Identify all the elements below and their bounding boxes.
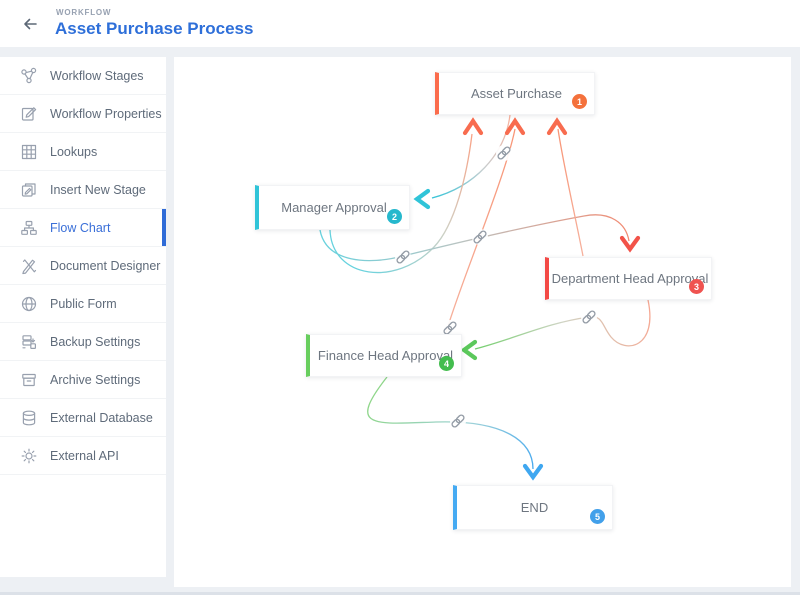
- page-title: Asset Purchase Process: [55, 19, 254, 38]
- arrowhead-into-end: [522, 463, 544, 481]
- external-api-icon: [20, 447, 38, 465]
- workflow-stages-icon: [20, 67, 38, 85]
- sidebar: Workflow Stages Workflow Properties Look…: [0, 57, 166, 577]
- connector-finance-head-approval-to-end: [367, 376, 534, 470]
- archive-settings-icon: [20, 371, 38, 389]
- sidebar-item-label: Document Designer: [50, 258, 161, 273]
- connector-manager-approval-to-asset-purchase: [329, 133, 473, 274]
- link-icon[interactable]: [449, 412, 467, 430]
- sidebar-item-label: Backup Settings: [50, 334, 141, 349]
- node-label: Manager Approval: [281, 200, 387, 215]
- connector-layer: [319, 114, 651, 481]
- sidebar-item-label: Archive Settings: [50, 372, 141, 387]
- node-badge: 1: [572, 94, 587, 109]
- node-label: Finance Head Approval: [317, 348, 454, 363]
- document-designer-icon: [20, 257, 38, 275]
- sidebar-item-label: Workflow Stages: [50, 68, 144, 83]
- sidebar-item-archive-settings[interactable]: Archive Settings: [0, 361, 166, 399]
- flowchart-canvas: Asset Purchase 1 Manager Approval 2 Depa…: [174, 57, 791, 587]
- sidebar-item-workflow-properties[interactable]: Workflow Properties: [0, 95, 166, 133]
- sidebar-item-external-api[interactable]: External API: [0, 437, 166, 475]
- node-label: Asset Purchase: [470, 86, 563, 101]
- sidebar-item-label: External API: [50, 448, 119, 463]
- sidebar-item-label: Public Form: [50, 296, 117, 311]
- lookups-icon: [20, 143, 38, 161]
- node-badge: 5: [590, 509, 605, 524]
- sidebar-item-label: Lookups: [50, 144, 98, 159]
- link-icon[interactable]: [580, 308, 598, 326]
- insert-new-stage-icon: [20, 181, 38, 199]
- sidebar-item-label: Flow Chart: [50, 220, 111, 235]
- node-badge: 4: [439, 356, 454, 371]
- public-form-icon: [20, 295, 38, 313]
- link-icon[interactable]: [394, 248, 412, 266]
- node-badge: 2: [387, 209, 402, 224]
- arrowhead-into-asset-purchase-3: [546, 117, 568, 136]
- sidebar-item-flow-chart[interactable]: Flow Chart: [0, 209, 166, 247]
- node-end[interactable]: END 5: [453, 485, 613, 530]
- workflow-eyebrow-label: WORKFLOW: [56, 8, 112, 17]
- external-database-icon: [20, 409, 38, 427]
- arrowhead-into-asset-purchase-1: [462, 117, 484, 136]
- node-manager-approval[interactable]: Manager Approval 2: [255, 185, 410, 230]
- flow-chart-icon: [20, 219, 38, 237]
- sidebar-item-label: Insert New Stage: [50, 182, 146, 197]
- node-label: END: [520, 500, 549, 515]
- sidebar-item-workflow-stages[interactable]: Workflow Stages: [0, 57, 166, 95]
- link-icon[interactable]: [471, 228, 489, 246]
- sidebar-item-label: Workflow Properties: [50, 106, 162, 121]
- sidebar-item-public-form[interactable]: Public Form: [0, 285, 166, 323]
- node-asset-purchase[interactable]: Asset Purchase 1: [435, 72, 595, 115]
- arrowhead-into-finance-head-approval: [460, 339, 478, 361]
- node-badge: 3: [689, 279, 704, 294]
- arrowhead-into-asset-purchase-2: [504, 117, 526, 136]
- sidebar-item-label: External Database: [50, 410, 153, 425]
- connector-department-head-approval-to-asset-purchase: [557, 128, 584, 257]
- arrowhead-into-department-head-approval: [619, 235, 641, 253]
- sidebar-item-external-database[interactable]: External Database: [0, 399, 166, 437]
- arrowhead-into-manager-approval: [413, 188, 431, 210]
- sidebar-item-insert-new-stage[interactable]: Insert New Stage: [0, 171, 166, 209]
- sidebar-menu: Workflow Stages Workflow Properties Look…: [0, 57, 166, 475]
- sidebar-item-lookups[interactable]: Lookups: [0, 133, 166, 171]
- connector-asset-purchase-to-manager-approval: [431, 114, 511, 199]
- window-bottom-edge: [0, 592, 800, 595]
- connector-department-head-approval-to-finance-head-approval: [474, 299, 651, 350]
- link-icon[interactable]: [495, 144, 513, 162]
- node-label: Department Head Approval: [551, 271, 709, 286]
- sidebar-item-document-designer[interactable]: Document Designer: [0, 247, 166, 285]
- sidebar-item-backup-settings[interactable]: Backup Settings: [0, 323, 166, 361]
- back-arrow-icon: [19, 13, 41, 38]
- node-department-head-approval[interactable]: Department Head Approval 3: [545, 257, 712, 300]
- header: WORKFLOW Asset Purchase Process: [0, 0, 800, 47]
- back-button[interactable]: [18, 14, 42, 36]
- workflow-properties-icon: [20, 105, 38, 123]
- node-finance-head-approval[interactable]: Finance Head Approval 4: [306, 334, 462, 377]
- backup-settings-icon: [20, 333, 38, 351]
